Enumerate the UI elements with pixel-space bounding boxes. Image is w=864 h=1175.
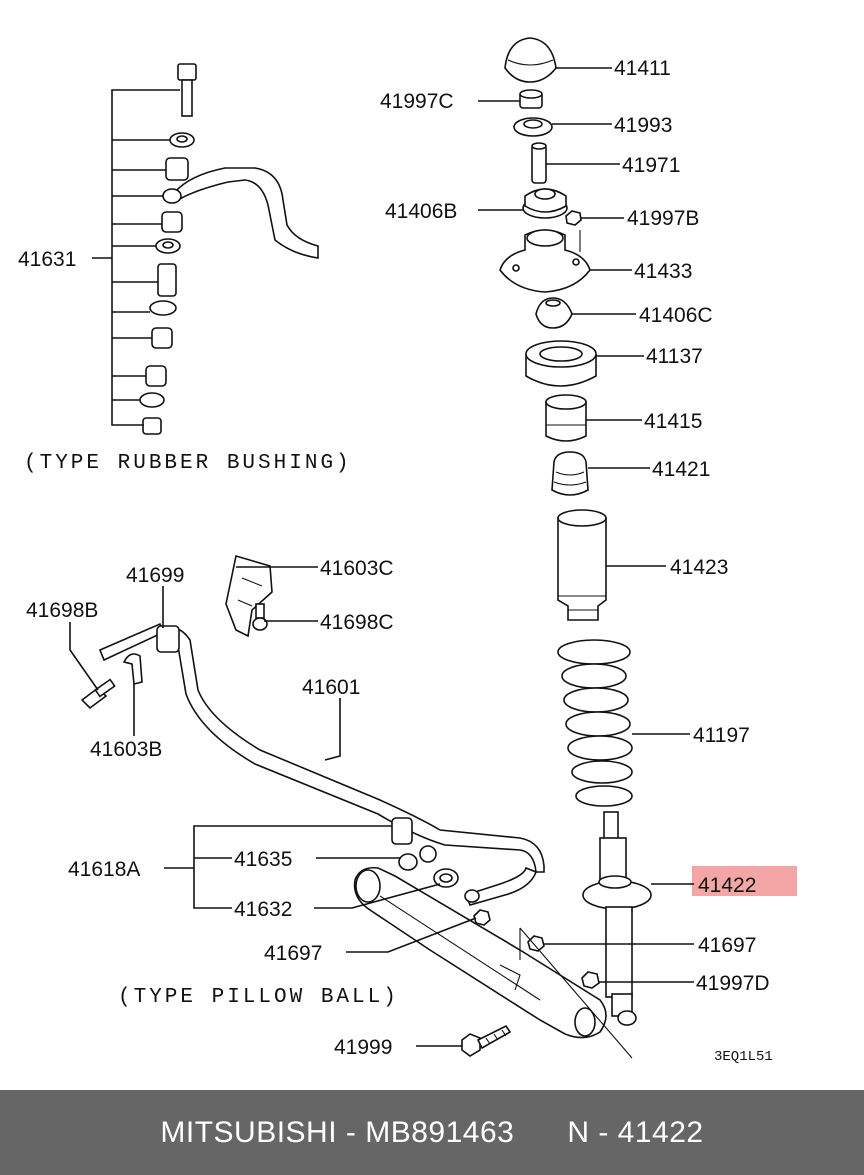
label-41603B: 41603B <box>90 738 162 761</box>
part-41422-drawing <box>582 811 652 1026</box>
label-41601: 41601 <box>302 676 360 699</box>
part-41421-drawing <box>551 451 589 496</box>
label-41697-left: 41697 <box>264 942 322 965</box>
label-41993: 41993 <box>614 114 672 137</box>
label-41699: 41699 <box>126 564 184 587</box>
label-41997B: 41997B <box>627 207 699 230</box>
part-41993-drawing <box>513 117 553 137</box>
part-41697-nut-drawing <box>527 935 545 952</box>
footer-gap <box>514 1116 567 1150</box>
label-41697-right: 41697 <box>698 934 756 957</box>
label-41411: 41411 <box>614 57 671 80</box>
bracket-41631 <box>92 89 180 426</box>
diagram-code: 3EQ1L51 <box>714 1049 773 1065</box>
part-41433-drawing <box>499 229 591 293</box>
label-41997C: 41997C <box>380 90 454 113</box>
highlight-41422 <box>692 866 797 896</box>
part-41406B-drawing <box>522 188 568 219</box>
footer-separator: - <box>337 1115 366 1149</box>
label-41415: 41415 <box>644 410 702 433</box>
part-41406C-drawing <box>535 297 573 329</box>
lower-arm-drawing <box>353 866 633 1059</box>
part-41971-drawing <box>531 142 547 184</box>
label-41632: 41632 <box>234 898 292 921</box>
footer-brand: MITSUBISHI <box>160 1115 338 1149</box>
label-41635: 41635 <box>234 848 292 871</box>
label-41698C: 41698C <box>320 611 394 634</box>
label-41997D: 41997D <box>696 972 770 995</box>
label-41421: 41421 <box>652 458 710 481</box>
label-41618A: 41618A <box>68 858 140 881</box>
label-41406B: 41406B <box>385 200 457 223</box>
part-41997C-drawing <box>519 89 543 109</box>
footer-bar: MITSUBISHI - MB891463 N - 41422 <box>0 1090 864 1175</box>
part-41423-drawing <box>557 509 607 621</box>
label-41631: 41631 <box>18 248 76 271</box>
caption-rubber-bushing: (TYPE RUBBER BUSHING) <box>24 452 352 475</box>
stabilizer-bar-drawing <box>80 554 545 926</box>
label-41999: 41999 <box>334 1036 392 1059</box>
label-41406C: 41406C <box>639 304 713 327</box>
label-41971: 41971 <box>622 154 680 177</box>
footer-part-number: MB891463 <box>365 1115 515 1149</box>
part-41197-drawing <box>557 639 633 807</box>
part-41415-drawing <box>545 394 587 442</box>
label-41698B: 41698B <box>26 599 98 622</box>
label-41197: 41197 <box>693 724 750 747</box>
bracket-41618A <box>164 825 392 909</box>
label-41603C: 41603C <box>320 557 394 580</box>
part-41411-drawing <box>504 37 557 83</box>
part-41999-drawing <box>461 1024 512 1057</box>
label-41422: 41422 <box>698 874 756 897</box>
label-41433: 41433 <box>634 260 692 283</box>
label-41137: 41137 <box>646 345 703 368</box>
part-41997D-drawing <box>581 971 600 989</box>
bushing-stack-drawing <box>139 63 319 435</box>
footer-ref: N - 41422 <box>567 1115 704 1149</box>
part-41137-drawing <box>525 340 597 387</box>
label-41423: 41423 <box>670 556 728 579</box>
part-41997B-drawing <box>565 210 582 226</box>
caption-pillow-ball: (TYPE PILLOW BALL) <box>118 986 399 1009</box>
parts-diagram: 41411 41997C 41993 41971 41406B 41997B <box>18 37 797 1065</box>
